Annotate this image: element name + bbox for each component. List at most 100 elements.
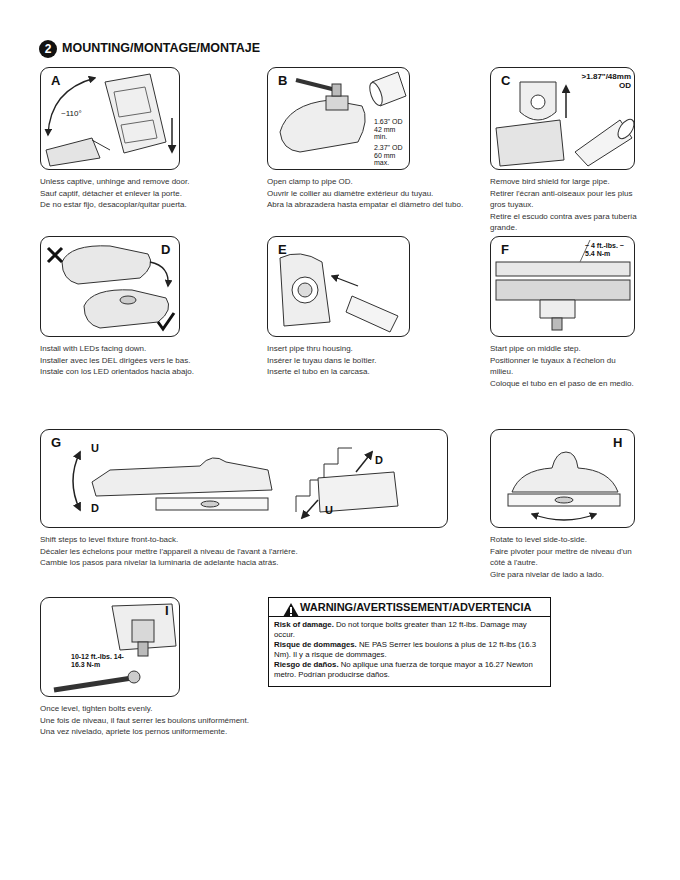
illustration-part <box>54 678 132 690</box>
illustration-part <box>532 514 596 520</box>
illustration-part <box>290 607 292 613</box>
illustration-part <box>496 262 630 276</box>
caption-line: Una vez nivelado, apriete los pernos uni… <box>40 726 260 738</box>
step-panel: HRotate to level side-to-side.Faire pivo… <box>490 429 635 528</box>
warning-lead: Riesgo de daños. <box>274 660 339 669</box>
caption-line: Cambie los pasos para nivelar la luminar… <box>40 557 460 569</box>
caption-group: Insert pipe thru housing.Insérer le tuya… <box>267 343 477 378</box>
illustration-part <box>138 642 148 656</box>
caption-line: Start pipe on middle step. <box>490 343 640 355</box>
warning-paragraph: Riesgo de daños. No aplique una fuerza d… <box>274 660 545 679</box>
gap <box>357 640 359 649</box>
step-panel: I10-12 ft.-lbs. 14-16.3 N-mOnce level, t… <box>40 597 180 697</box>
dimension-label: U <box>91 442 105 454</box>
warning-lead: Risque de dommages. <box>274 640 357 649</box>
caption-line: Sauf captif, détacher et enlever la port… <box>40 188 240 200</box>
caption-line: De no estar fijo, desacoplar/quitar puer… <box>40 199 240 211</box>
illustration-part <box>290 614 292 616</box>
warning-paragraph: Risque de dommages. NE PAS Serrer les bo… <box>274 640 545 659</box>
illustration-part <box>552 318 562 330</box>
caption-line: Open clamp to pipe OD. <box>267 176 477 188</box>
orientation-figure <box>48 246 174 329</box>
panel-letter: B <box>278 74 287 88</box>
illustration-part <box>496 120 564 166</box>
panel-letter: F <box>501 243 509 257</box>
caption-line: Coloque el tubo en el paso de en medio. <box>490 378 640 390</box>
illustration-part <box>280 100 365 152</box>
illustration-part <box>332 84 341 96</box>
warning-header: WARNING/AVERTISSEMENT/ADVERTENCIA <box>269 598 550 617</box>
caption-group: Remove bird shield for large pipe.Retire… <box>490 176 640 234</box>
door-removal-figure <box>46 74 172 166</box>
illustration-part <box>73 452 80 510</box>
caption-line: Abra la abrazadera hasta empatar el diám… <box>267 199 477 211</box>
step-number: 2 <box>45 42 52 56</box>
illustration-part <box>367 81 385 107</box>
caption-line: Instale con los LED orientados hacia aba… <box>40 366 240 378</box>
illustration-part <box>346 296 398 332</box>
caption-line: Insérer le tuyau dans le boîtier. <box>267 355 477 367</box>
panel-letter: C <box>501 74 510 88</box>
caption-line: Remove bird shield for large pipe. <box>490 176 640 188</box>
dimension-label: ~110° <box>61 110 101 119</box>
dimension-label: D <box>375 454 389 466</box>
illustration-part <box>132 620 154 642</box>
panel-letter: I <box>165 604 169 618</box>
dimension-label: >1.87"/48mm OD <box>569 73 631 91</box>
panel-letter: D <box>161 243 170 257</box>
tighten-figure <box>54 604 176 690</box>
illustration-part <box>496 280 630 300</box>
illustration-part <box>520 82 556 120</box>
illustration-part <box>280 254 330 326</box>
step-panel: A~110°Unless captive, unhinge and remove… <box>40 67 180 170</box>
caption-line: Once level, tighten bolts evenly. <box>40 703 260 715</box>
illustration-part <box>292 277 318 303</box>
step-number-badge: 2 <box>39 40 57 58</box>
caption-line: Une fois de niveau, il faut serrer les b… <box>40 715 260 727</box>
caption-line: Rotate to level side-to-side. <box>490 534 640 546</box>
illustration-part <box>92 458 272 496</box>
illustration-part <box>555 497 573 503</box>
caption-group: Once level, tighten bolts evenly.Une foi… <box>40 703 260 738</box>
caption-line: Faire pivoter pour mettre de niveau d'un… <box>490 546 640 569</box>
panel-letter: H <box>613 436 622 450</box>
illustration-part <box>531 95 545 109</box>
caption-line: Inserte el tubo en la carcasa. <box>267 366 477 378</box>
dimension-label: D <box>91 502 105 514</box>
step-panel: F~ 4 ft.-lbs. ~ 5.4 N-mStart pipe on mid… <box>490 236 635 337</box>
illustration-part <box>46 138 100 166</box>
front-back-level-figure <box>73 448 398 518</box>
illustration-part <box>302 500 318 518</box>
warning-paragraph: Risk of damage. Do not torque bolts grea… <box>274 620 545 639</box>
caption-line: Retirer l'écran anti-oiseaux pour les pl… <box>490 188 640 211</box>
gap <box>339 660 341 669</box>
dimension-label: U <box>325 504 339 516</box>
dimension-label: 2.37" OD 60 mm max. <box>374 144 410 167</box>
illustration-part <box>156 498 268 510</box>
caption-group: Start pipe on middle step.Positionner le… <box>490 343 640 389</box>
caption-group: Rotate to level side-to-side.Faire pivot… <box>490 534 640 580</box>
step-panel: DInstall with LEDs facing down.Installer… <box>40 236 180 337</box>
caption-line: Unless captive, unhinge and remove door. <box>40 176 240 188</box>
illustration-part <box>158 313 174 329</box>
gap <box>334 620 336 629</box>
bird-shield-figure <box>496 82 637 166</box>
panel-letter: A <box>51 74 60 88</box>
illustration-part <box>283 603 299 617</box>
side-level-figure <box>508 452 620 520</box>
dimension-label: ~ 4 ft.-lbs. ~ 5.4 N-m <box>585 242 631 257</box>
step-panel: C>1.87"/48mm ODRemove bird shield for la… <box>490 67 635 170</box>
dimension-label: 1.63" OD 42 mm min. <box>374 118 410 141</box>
illustration-part <box>120 296 136 304</box>
step-panel: GUDDUShift steps to level fixture front-… <box>40 429 448 528</box>
illustration-part <box>201 501 219 507</box>
caption-group: Unless captive, unhinge and remove door.… <box>40 176 240 211</box>
warning-body: Risk of damage. Do not torque bolts grea… <box>269 617 550 685</box>
caption-group: Shift steps to level fixture front-to-ba… <box>40 534 460 569</box>
illustration-part <box>508 494 620 506</box>
page-title: MOUNTING/MONTAGE/MONTAJE <box>62 41 260 55</box>
pipe-insert-figure <box>280 254 398 332</box>
illustration-part <box>298 283 312 297</box>
